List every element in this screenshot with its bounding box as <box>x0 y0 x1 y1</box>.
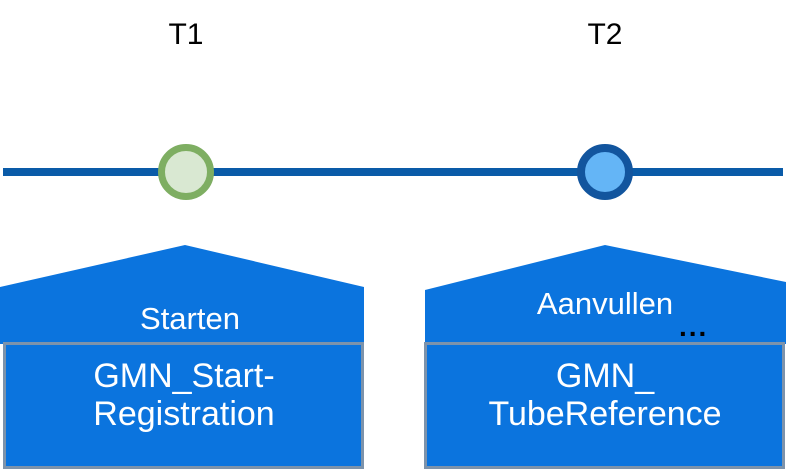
banner-shape-start[interactable] <box>0 245 364 344</box>
timeline-marker-t2[interactable] <box>577 144 633 200</box>
box-label-start-registration: GMN_Start- Registration <box>8 357 360 433</box>
box-shape-tube-reference[interactable] <box>424 342 785 469</box>
box-label-line: TubeReference <box>488 395 722 434</box>
timeline-marker-t1[interactable] <box>158 144 214 200</box>
box-label-line: Registration <box>93 395 275 434</box>
banner-ellipsis-icon: ... <box>679 311 709 342</box>
tick-label-t1: T1 <box>168 18 204 51</box>
banner-label-aanvullen: Aanvullen <box>536 286 674 321</box>
box-label-tube-reference: GMN_ TubeReference <box>428 357 782 433</box>
banner-label-start: Starten <box>140 301 240 336</box>
box-shape-start-registration[interactable] <box>3 342 364 469</box>
tick-label-t2: T2 <box>587 18 623 51</box>
box-label-line: GMN_Start- <box>93 357 275 395</box>
box-label-line: GMN_ <box>555 357 655 395</box>
banner-shape-aanvullen[interactable] <box>425 245 786 344</box>
